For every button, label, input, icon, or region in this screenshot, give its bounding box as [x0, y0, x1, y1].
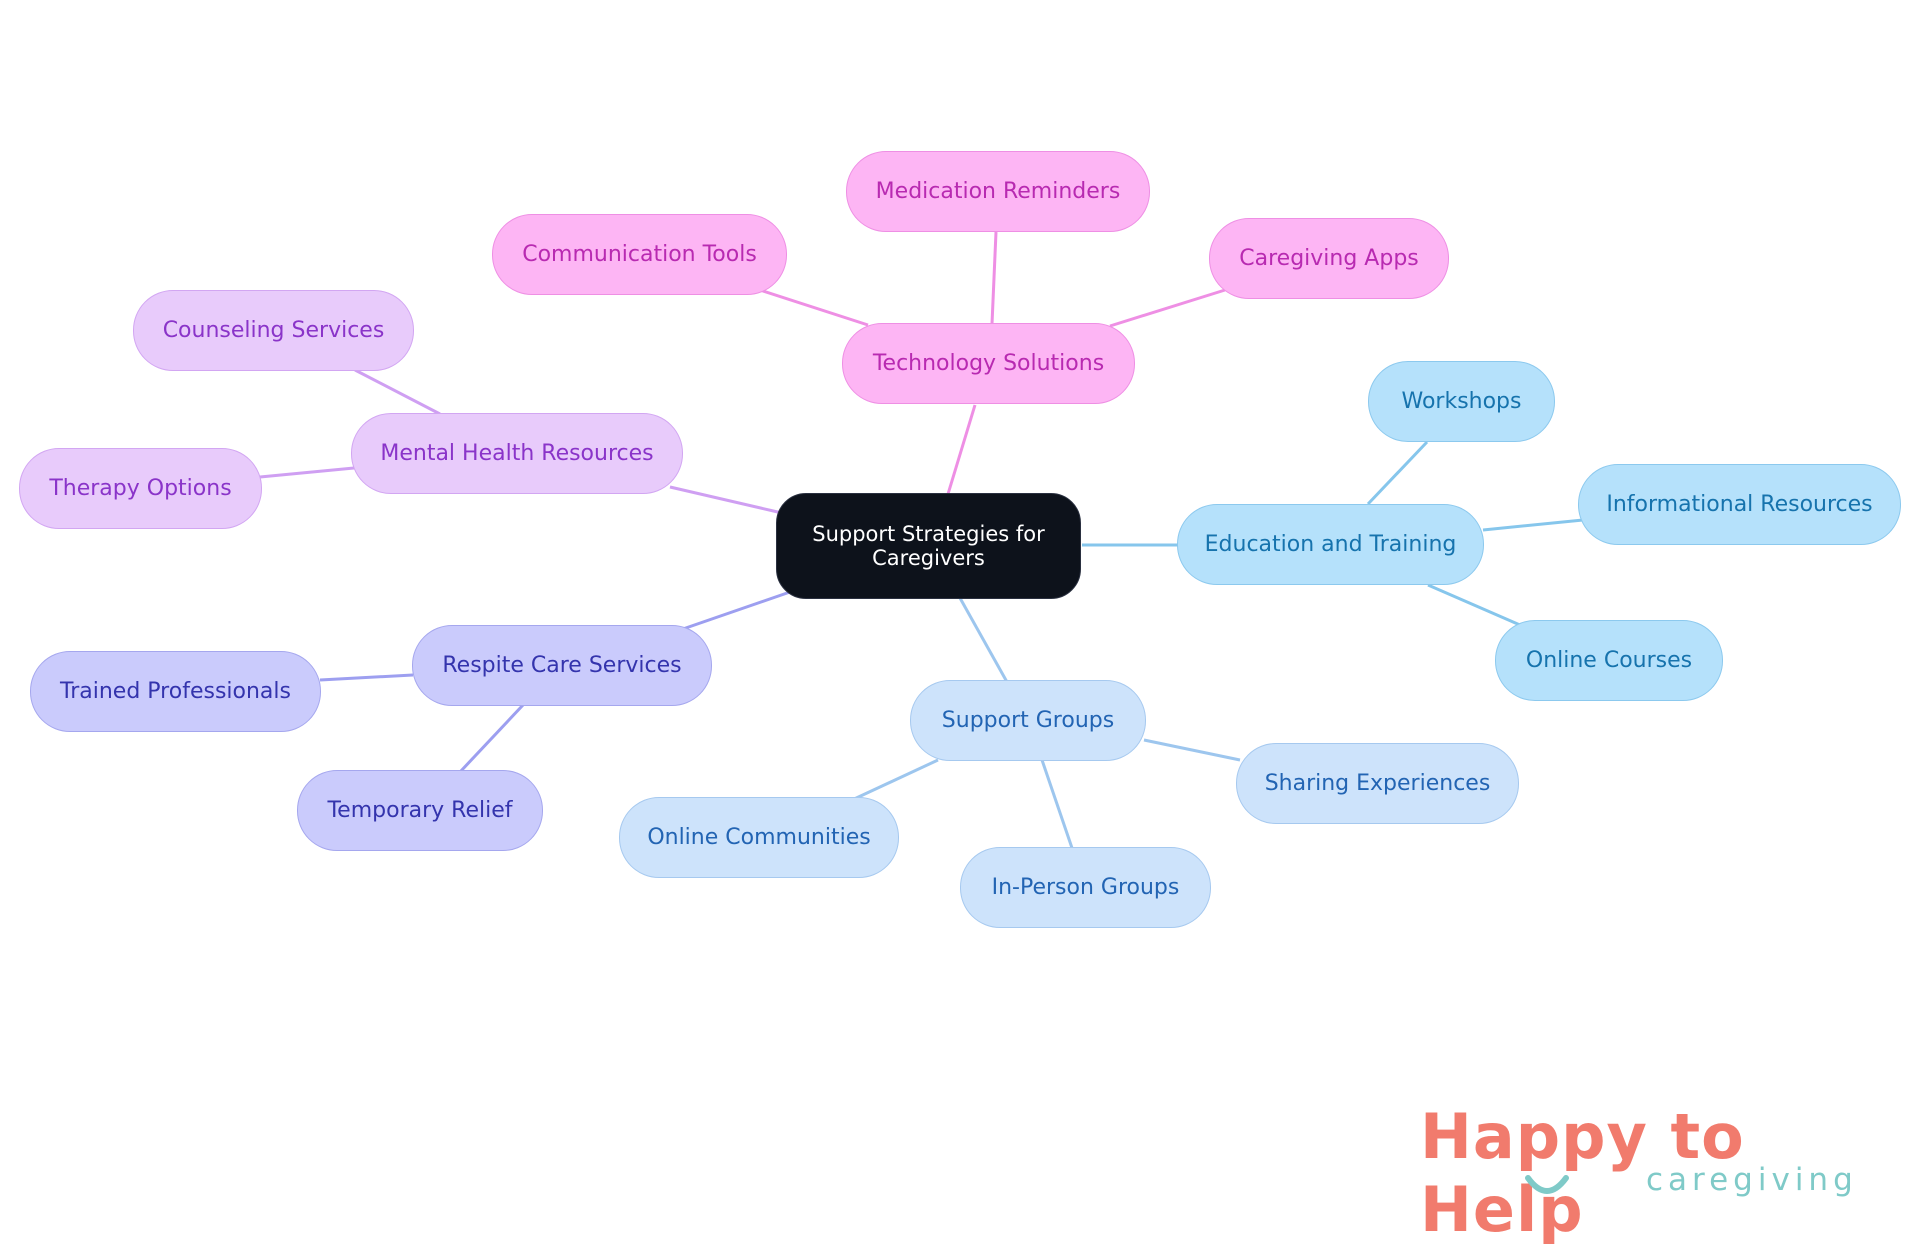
- happy-to-help-logo: Happy to Help caregiving: [1420, 1100, 1890, 1246]
- education-and-training-node: Education and Training: [1177, 504, 1484, 585]
- edge-sg-inperson: [1040, 759, 1074, 849]
- counseling-services-node: Counseling Services: [133, 290, 414, 371]
- temporary-relief-node: Temporary Relief: [297, 770, 543, 851]
- logo-subtitle: caregiving: [1646, 1162, 1858, 1198]
- medication-reminders-node: Medication Reminders: [846, 151, 1150, 232]
- edge-tech-communication: [759, 288, 869, 327]
- edge-edu-online-courses: [1427, 583, 1521, 627]
- edge-sg-online-comm: [851, 758, 939, 802]
- edge-mh-therapy: [259, 466, 355, 479]
- online-communities-node: Online Communities: [619, 797, 899, 878]
- smile-icon: [1525, 1175, 1569, 1194]
- sharing-experiences-node: Sharing Experiences: [1236, 743, 1519, 824]
- mental-health-resources-node: Mental Health Resources: [351, 413, 683, 494]
- edge-root-support-groups: [958, 597, 1009, 683]
- edge-tech-apps: [1109, 288, 1226, 328]
- support-groups-node: Support Groups: [910, 680, 1146, 761]
- edge-respite-temporary: [458, 703, 525, 774]
- edge-root-mental-health: [669, 485, 783, 515]
- respite-care-services-node: Respite Care Services: [412, 625, 712, 706]
- communication-tools-node: Communication Tools: [492, 214, 787, 295]
- edge-tech-medication: [990, 231, 998, 325]
- connector-lines: [259, 231, 1584, 849]
- edge-sg-sharing: [1143, 738, 1241, 762]
- trained-professionals-node: Trained Professionals: [30, 651, 321, 732]
- edge-edu-informational: [1482, 518, 1584, 532]
- caregiving-apps-node: Caregiving Apps: [1209, 218, 1449, 299]
- edge-edu-workshops: [1366, 440, 1429, 506]
- edge-respite-trained: [319, 673, 414, 682]
- informational-resources-node: Informational Resources: [1578, 464, 1901, 545]
- edge-root-technology: [946, 404, 977, 495]
- edge-mh-counseling: [354, 368, 441, 416]
- therapy-options-node: Therapy Options: [19, 448, 262, 529]
- root-node: Support Strategies for Caregivers: [776, 493, 1081, 599]
- workshops-node: Workshops: [1368, 361, 1555, 442]
- technology-solutions-node: Technology Solutions: [842, 323, 1135, 404]
- online-courses-node: Online Courses: [1495, 620, 1723, 701]
- in-person-groups-node: In-Person Groups: [960, 847, 1211, 928]
- edge-root-respite: [679, 590, 791, 632]
